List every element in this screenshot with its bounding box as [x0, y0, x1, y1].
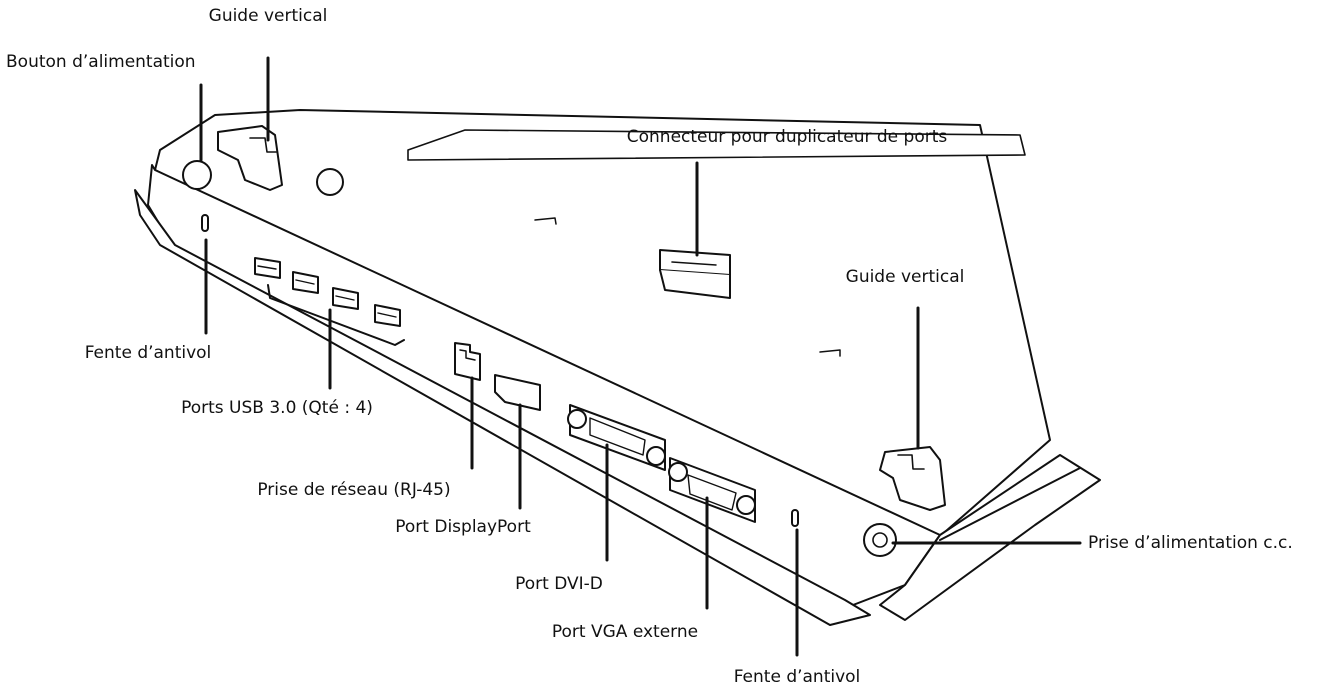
lock-slot-left: [201, 214, 209, 232]
label-vga-port: Port VGA externe: [551, 622, 699, 642]
label-lock-slot-left: Fente d’antivol: [84, 343, 212, 363]
label-lock-slot-right: Fente d’antivol: [733, 667, 861, 687]
label-displayport: Port DisplayPort: [395, 517, 531, 537]
docking-connector: [659, 249, 731, 299]
label-dc-jack: Prise d’alimentation c.c.: [1088, 533, 1293, 553]
usb-bracket: [267, 284, 405, 346]
right-side: [879, 454, 1101, 621]
vga-port: [668, 457, 756, 523]
displayport-port: [494, 374, 541, 411]
top-button: [316, 168, 344, 196]
usb-ports: [254, 257, 401, 327]
leader-lines: [199, 56, 1082, 657]
label-rj45-port: Prise de réseau (RJ-45): [257, 480, 451, 500]
label-dvi-port: Port DVI-D: [515, 574, 603, 594]
vertical-guide-right: [879, 446, 946, 511]
rj45-port: [454, 342, 481, 381]
dvi-port: [567, 404, 666, 471]
vertical-guide-left: [217, 125, 283, 191]
label-power-button: Bouton d’alimentation: [6, 52, 196, 72]
label-docking-connector: Connecteur pour duplicateur de ports: [626, 127, 948, 147]
label-vertical-guide-left: Guide vertical: [208, 6, 328, 26]
label-usb-ports: Ports USB 3.0 (Qté : 4): [181, 398, 373, 418]
lock-slot-right: [791, 509, 799, 527]
top-panel: [407, 129, 1026, 161]
device-body: [134, 109, 1101, 626]
label-vertical-guide-right: Guide vertical: [845, 267, 965, 287]
power-button: [182, 160, 212, 190]
